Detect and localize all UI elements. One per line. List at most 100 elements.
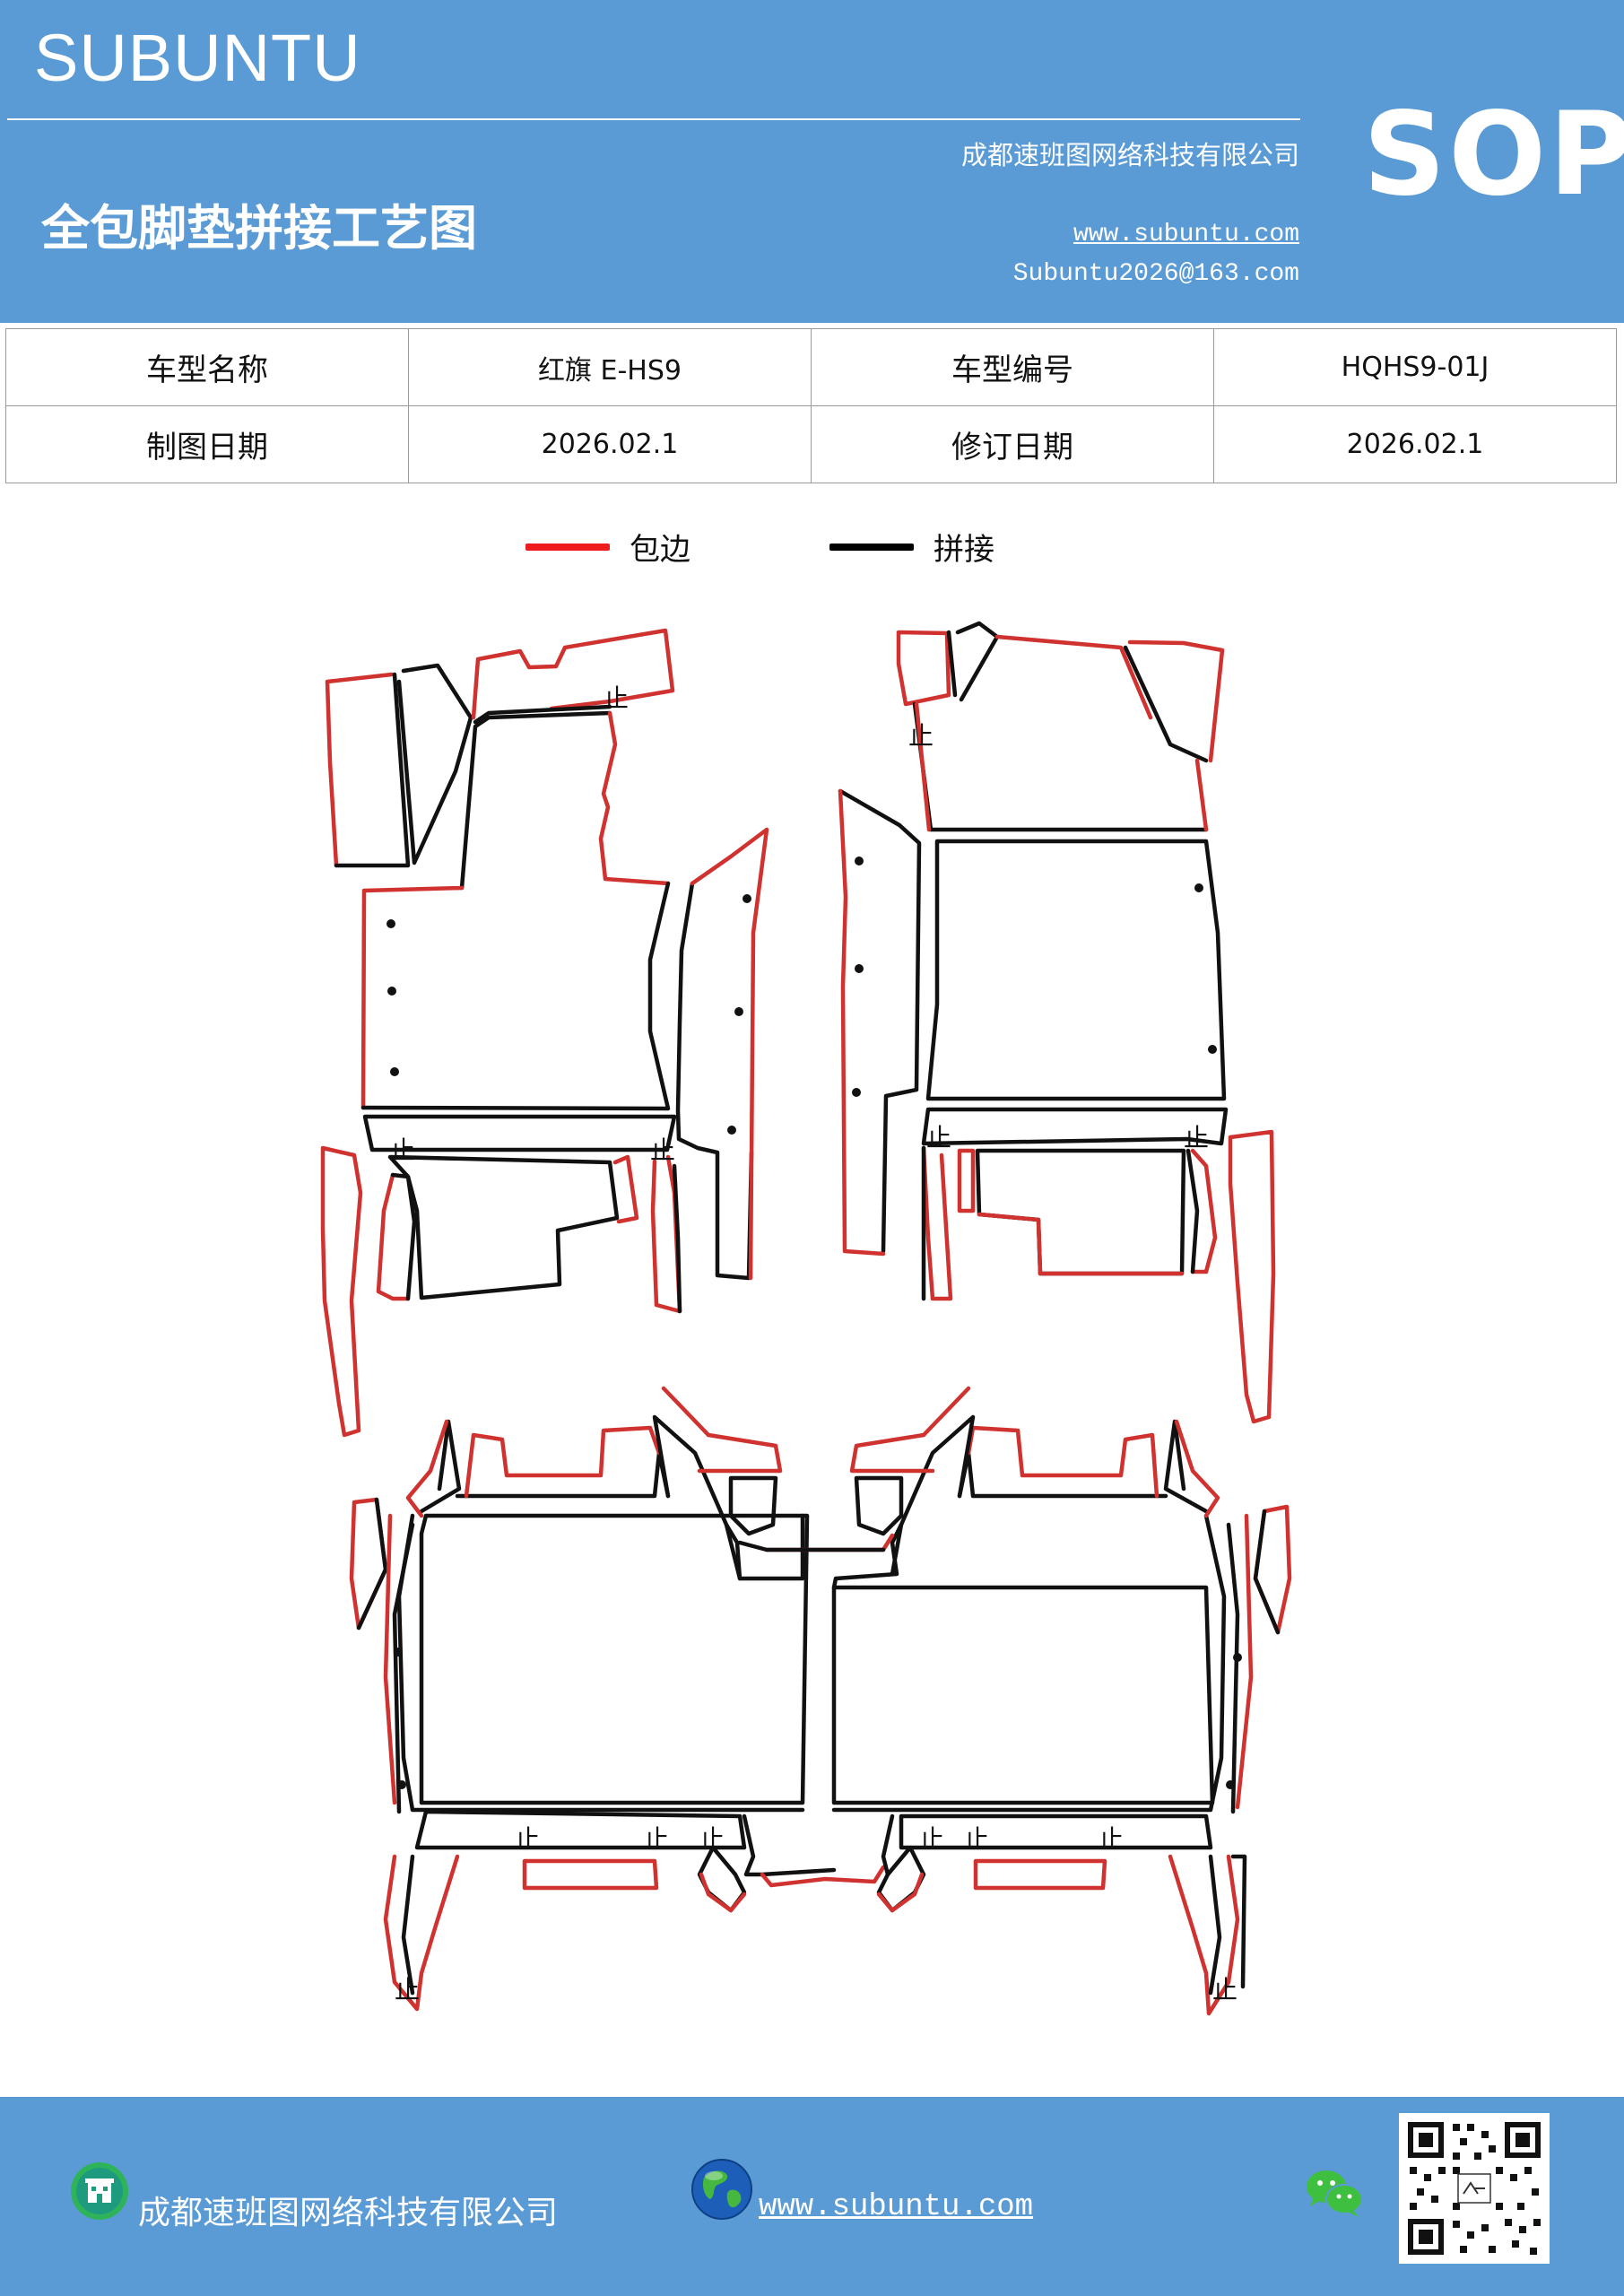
fastener-dot — [394, 1648, 403, 1657]
seam-line — [419, 1419, 462, 1514]
edge-line — [383, 1854, 460, 2012]
seam-line — [838, 788, 922, 1254]
edge-line — [376, 1172, 411, 1301]
header-banner: SUBUNTU 成都速班图网络科技有限公司 全包脚垫拼接工艺图 www.subu… — [0, 0, 1624, 323]
rear-mat — [349, 1386, 1292, 2016]
seam-line — [1230, 1854, 1247, 1989]
edge-line — [697, 1432, 783, 1474]
fastener-dot — [855, 857, 864, 865]
edge-line — [876, 1872, 925, 1913]
seam-line — [396, 1513, 805, 1813]
edge-line — [699, 1872, 747, 1913]
stop-mark: 止 — [699, 1824, 725, 1854]
floor-mat-diagram: 止 止 止 止 止 止 止 止 止 止 止 止 止 止 — [320, 621, 1292, 2016]
building-icon — [71, 2162, 128, 2220]
model-name-value: 红旗 E-HS9 — [408, 328, 812, 406]
seam-line — [890, 1414, 976, 1577]
footer-banner: 成都速班图网络科技有限公司 www.subuntu.com — [0, 2097, 1624, 2296]
seam-line — [401, 1854, 415, 1996]
seam-line — [1208, 1854, 1222, 1996]
legend-label-edge: 包边 — [630, 532, 690, 568]
legend-label-seam: 拼接 — [934, 532, 994, 568]
edge-line — [1174, 1419, 1220, 1518]
stop-mark: 止 — [395, 1975, 420, 2005]
seam-line — [1123, 645, 1209, 763]
seam-line — [387, 1154, 620, 1300]
edge-line — [849, 1432, 935, 1474]
edge-line — [1228, 1129, 1276, 1424]
stop-mark: 止 — [964, 1824, 989, 1854]
model-code-label: 车型编号 — [811, 328, 1214, 406]
edge-line — [598, 710, 671, 886]
edge-line — [612, 1154, 639, 1224]
drawing-date-value: 2026.02.1 — [408, 405, 812, 483]
seam-line — [1185, 1148, 1200, 1274]
fastener-dot — [387, 987, 396, 996]
seam-line — [1163, 1419, 1209, 1514]
edge-line — [464, 1425, 662, 1499]
edge-line — [838, 788, 886, 1257]
page-title: 全包脚垫拼接工艺图 — [41, 199, 477, 257]
fastener-dot — [390, 1067, 399, 1076]
edge-line — [1168, 1854, 1240, 2016]
globe-icon — [691, 2159, 752, 2220]
seam-line — [473, 704, 612, 725]
stop-mark: 止 — [1184, 1123, 1209, 1152]
seam-line — [921, 1107, 1229, 1146]
website-link[interactable]: www.subuntu.com — [1073, 221, 1299, 248]
revision-date-label: 修订日期 — [811, 405, 1214, 483]
seam-line — [419, 1513, 810, 1805]
edge-line — [471, 628, 675, 720]
stop-mark: 止 — [919, 1824, 944, 1854]
seam-line — [414, 1809, 747, 1850]
seam-line — [675, 881, 754, 1281]
edge-line — [1190, 1148, 1218, 1274]
stop-mark: 止 — [926, 1123, 951, 1152]
seam-line — [459, 710, 612, 891]
seam-line — [728, 1475, 778, 1536]
stop-mark: 止 — [515, 1824, 540, 1854]
email-address: Subuntu2026@163.com — [1012, 260, 1299, 288]
edge-line — [977, 1212, 1185, 1276]
wechat-icon[interactable] — [1305, 2167, 1364, 2219]
fastener-dot — [727, 1126, 736, 1135]
stop-mark: 止 — [1099, 1824, 1124, 1854]
edge-line — [1235, 1513, 1254, 1810]
edge-line — [1127, 639, 1225, 763]
edge-line — [383, 1513, 397, 1805]
vehicle-info-table: 车型名称 红旗 E-HS9 车型编号 HQHS9-01J 制图日期 2026.0… — [5, 328, 1617, 483]
edge-line — [896, 630, 951, 707]
edge-line — [650, 1154, 682, 1314]
seam-line — [955, 621, 1000, 702]
front-left-mat — [320, 628, 769, 1438]
seam-line — [390, 1172, 417, 1301]
seam-line — [334, 672, 411, 868]
sop-label: SOP — [1363, 88, 1624, 222]
legend-item-edge: 包边 — [525, 525, 690, 569]
footer-website-link[interactable]: www.subuntu.com — [759, 2190, 1034, 2224]
stop-mark: 止 — [1212, 1975, 1238, 2005]
legend: 包边 拼接 — [0, 525, 1624, 578]
fastener-dot — [743, 894, 751, 903]
edge-line — [760, 1865, 886, 1888]
front-right-mat — [838, 621, 1276, 1424]
seam-line — [392, 1522, 415, 1814]
fastener-dot — [734, 1007, 743, 1016]
qr-code-icon[interactable] — [1399, 2113, 1550, 2264]
edge-line — [661, 1386, 711, 1438]
model-code-value: HQHS9-01J — [1213, 328, 1617, 406]
edge-line — [325, 672, 395, 868]
model-name-label: 车型名称 — [5, 328, 409, 406]
fastener-dot — [1233, 1653, 1242, 1662]
seam-line — [925, 839, 1227, 1101]
header-divider — [7, 118, 1300, 120]
fastener-dot — [386, 919, 395, 928]
seam-line — [1226, 1522, 1240, 1814]
edge-line — [405, 1419, 449, 1518]
edge-line — [764, 1533, 895, 1552]
seam-line — [881, 1813, 895, 1877]
seam-line — [362, 1114, 677, 1152]
legend-item-seam: 拼接 — [829, 525, 994, 569]
seam-line — [672, 1163, 682, 1314]
fastener-dot — [852, 1088, 861, 1097]
